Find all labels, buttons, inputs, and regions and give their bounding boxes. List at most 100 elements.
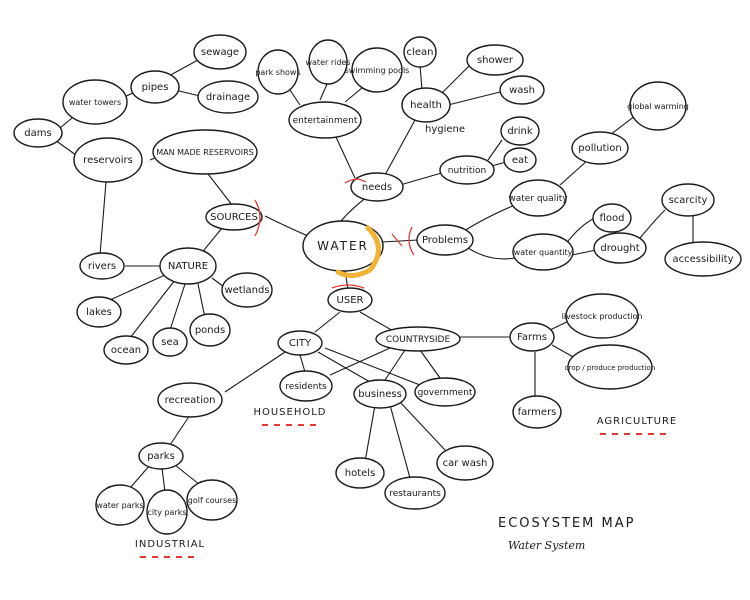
water-highlight-stroke	[335, 225, 381, 278]
edge-health-shower	[439, 64, 471, 96]
edge-parks-waterparks	[129, 464, 151, 489]
node-nutrition[interactable]: nutrition	[439, 155, 495, 185]
node-wetlands[interactable]: wetlands	[221, 272, 273, 308]
red-boundary-marks	[254, 178, 415, 289]
node-health-label: health	[410, 100, 442, 111]
node-livestock-production[interactable]: livestock production	[562, 293, 643, 339]
node-global-warming[interactable]: global warming	[627, 81, 689, 131]
node-needs[interactable]: needs	[350, 172, 404, 202]
node-ponds[interactable]: ponds	[189, 313, 231, 347]
node-dams-label: dams	[24, 128, 51, 139]
node-sewage[interactable]: sewage	[193, 34, 247, 70]
node-countryside[interactable]: COUNTRYSIDE	[375, 326, 461, 352]
edge-quality-pollution	[559, 159, 589, 186]
connector-lines	[54, 59, 694, 493]
node-shower[interactable]: shower	[466, 44, 524, 76]
node-golf-courses-label: golf courses	[188, 496, 236, 505]
node-entertainment[interactable]: entertainment	[288, 101, 362, 139]
node-pollution[interactable]: pollution	[571, 131, 629, 165]
node-flood[interactable]: flood	[592, 203, 632, 233]
node-nature[interactable]: NATURE	[159, 247, 217, 285]
node-water-quantity-label: water quantity	[514, 248, 573, 257]
node-ponds-label: ponds	[195, 325, 225, 336]
node-water-parks[interactable]: water parks	[95, 484, 145, 526]
edge-nature-sea	[169, 283, 186, 331]
sector-industrial: INDUSTRIAL	[135, 539, 204, 558]
node-parks[interactable]: parks	[138, 442, 184, 470]
node-residents[interactable]: residents	[279, 370, 333, 402]
node-water-quantity[interactable]: water quantity	[512, 233, 574, 271]
edge-user-countryside	[359, 311, 396, 333]
node-drainage[interactable]: drainage	[197, 80, 259, 114]
node-hotels[interactable]: hotels	[335, 457, 385, 489]
node-scarcity-label: scarcity	[669, 195, 708, 206]
node-water-towers[interactable]: water towers	[62, 79, 128, 125]
node-clean[interactable]: clean	[403, 36, 437, 68]
node-reservoirs[interactable]: reservoirs	[73, 137, 143, 183]
node-restaurants[interactable]: restaurants	[384, 476, 446, 510]
edge-ent-parkshows	[289, 89, 301, 106]
node-farmers[interactable]: farmers	[512, 395, 562, 429]
node-pipes[interactable]: pipes	[130, 70, 180, 104]
edge-sources-manmade	[204, 169, 233, 206]
node-lakes[interactable]: lakes	[76, 296, 122, 328]
node-health[interactable]: health	[401, 87, 451, 123]
node-residents-label: residents	[285, 382, 327, 392]
node-wetlands-label: wetlands	[224, 285, 269, 296]
node-user[interactable]: USER	[327, 287, 373, 313]
edge-needs-health	[384, 119, 416, 176]
edge-problems-quantity	[467, 247, 516, 260]
edge-dams-watertowers	[59, 117, 73, 129]
node-restaurants-label: restaurants	[389, 489, 441, 499]
node-city[interactable]: CITY	[277, 330, 323, 356]
node-city-parks[interactable]: city parks	[146, 489, 188, 535]
sector-household-label: HOUSEHOLD	[253, 407, 326, 418]
node-countryside-label: COUNTRYSIDE	[386, 335, 451, 345]
node-city-parks-label: city parks	[147, 508, 186, 517]
red-mark-needs	[344, 178, 367, 184]
node-sea-label: sea	[161, 337, 179, 348]
node-water[interactable]: WATER	[302, 220, 384, 278]
node-business[interactable]: business	[353, 379, 407, 409]
node-drought[interactable]: drought	[593, 232, 647, 264]
node-crop-produce-production[interactable]: crop / produce production	[565, 344, 655, 390]
node-water-quality[interactable]: water quality	[508, 179, 568, 217]
node-rivers-label: rivers	[88, 261, 116, 272]
node-car-wash[interactable]: car wash	[436, 445, 494, 481]
node-farms[interactable]: Farms	[509, 322, 555, 352]
node-water-rides[interactable]: water rides	[305, 39, 351, 85]
red-mark-problems	[408, 226, 415, 256]
node-farms-label: Farms	[517, 332, 547, 343]
node-rivers[interactable]: rivers	[79, 252, 125, 280]
node-man-made-reservoirs[interactable]: MAN MADE RESERVOIRS	[152, 129, 258, 175]
node-drought-label: drought	[600, 243, 639, 254]
node-drink[interactable]: drink	[500, 116, 540, 146]
node-crop-produce-production-label: crop / produce production	[565, 364, 655, 372]
node-eat[interactable]: eat	[503, 147, 537, 173]
node-city-label: CITY	[289, 338, 312, 349]
node-accessibility[interactable]: accessibility	[664, 241, 742, 277]
node-golf-courses[interactable]: golf courses	[186, 479, 238, 521]
edge-reservoirs-rivers	[99, 181, 107, 256]
node-farmers-label: farmers	[518, 407, 557, 418]
edge-nature-ponds	[197, 283, 206, 319]
node-global-warming-label: global warming	[627, 102, 689, 111]
node-swimming-pools[interactable]: swimming pools	[345, 47, 410, 93]
node-government[interactable]: government	[414, 377, 476, 407]
node-entertainment-label: entertainment	[293, 116, 358, 126]
node-water-towers-label: water towers	[69, 98, 121, 107]
node-problems[interactable]: Problems	[416, 224, 474, 256]
node-scarcity[interactable]: scarcity	[661, 183, 715, 217]
node-ocean[interactable]: ocean	[103, 335, 149, 365]
node-sources[interactable]: SOURCES	[205, 203, 263, 231]
node-dams[interactable]: dams	[13, 118, 63, 148]
node-park-shows[interactable]: park shows	[255, 49, 301, 95]
edge-water-sources	[264, 215, 309, 237]
edge-city-business	[317, 351, 371, 383]
node-recreation[interactable]: recreation	[157, 382, 223, 418]
node-recreation-label: recreation	[165, 395, 216, 406]
node-wash[interactable]: wash	[499, 75, 545, 105]
edge-drought-scarcity	[639, 209, 666, 239]
node-sea[interactable]: sea	[152, 327, 188, 357]
node-eat-label: eat	[512, 155, 528, 166]
